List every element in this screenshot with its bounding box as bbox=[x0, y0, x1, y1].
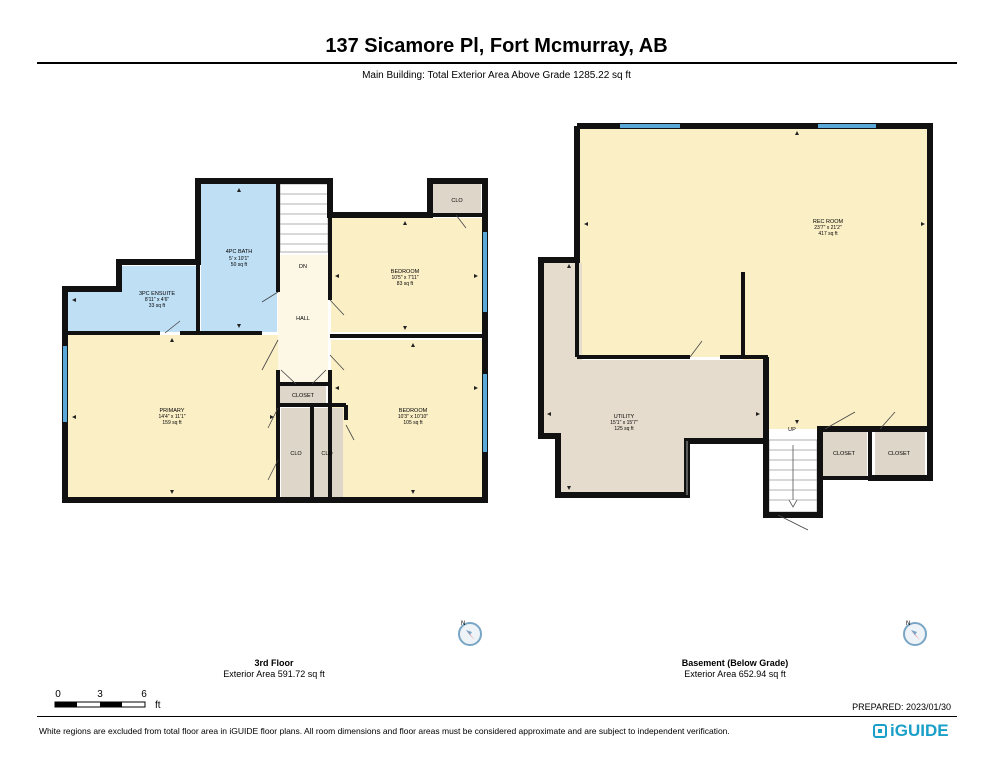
scale-tick-6: 6 bbox=[141, 689, 147, 700]
primary-name: PRIMARY bbox=[160, 408, 185, 414]
scale-tick-3: 3 bbox=[97, 689, 103, 700]
basement-caption: Basement (Below Grade) Exterior Area 652… bbox=[635, 658, 835, 680]
rec-room-name: REC ROOM bbox=[813, 219, 844, 225]
bedroom-top-name: BEDROOM bbox=[391, 269, 420, 275]
third-floor-windows bbox=[63, 232, 487, 452]
clo-right-label: CLO bbox=[321, 451, 333, 457]
clo-top-label: CLO bbox=[451, 198, 463, 204]
third-floor-plan: 4PC BATH 5' x 10'1" 50 sq ft 3PC ENSUITE… bbox=[62, 178, 488, 503]
clo-left-label: CLO bbox=[290, 451, 302, 457]
stairs-up-label: UP bbox=[788, 427, 796, 433]
bath-4pc-name: 4PC BATH bbox=[226, 249, 253, 255]
bedroom-bottom-name: BEDROOM bbox=[399, 408, 428, 414]
bath-4pc-area: 50 sq ft bbox=[231, 262, 248, 268]
basement-doors bbox=[686, 340, 896, 531]
prepared-date: PREPARED: 2023/01/30 bbox=[852, 702, 951, 712]
scale-bar: 0 3 6 ft bbox=[54, 689, 161, 711]
closet1-fill bbox=[821, 432, 867, 476]
third-floor-caption: 3rd Floor Exterior Area 591.72 sq ft bbox=[174, 658, 374, 680]
scale-unit: ft bbox=[155, 700, 161, 711]
header-rule bbox=[37, 62, 957, 64]
closet-top-fill bbox=[433, 184, 481, 214]
third-floor-area: Exterior Area 591.72 sq ft bbox=[223, 669, 325, 679]
closet2-label: CLOSET bbox=[888, 451, 911, 457]
bedroom-bottom-area: 105 sq ft bbox=[403, 420, 423, 426]
hall-label: HALL bbox=[296, 316, 310, 322]
stairs-down bbox=[279, 183, 329, 253]
ensuite-3pc-area: 33 sq ft bbox=[149, 303, 166, 309]
rec-room-area: 417 sq ft bbox=[818, 231, 838, 237]
disclaimer-text: White regions are excluded from total fl… bbox=[39, 726, 730, 736]
hall-fill bbox=[278, 255, 328, 383]
utility-fill bbox=[561, 360, 765, 440]
hall-closet-label: CLOSET bbox=[292, 393, 315, 399]
iguide-logo-icon bbox=[873, 724, 887, 738]
basement-area: Exterior Area 652.94 sq ft bbox=[684, 669, 786, 679]
primary-fill bbox=[68, 335, 278, 497]
hall-closet-fill bbox=[280, 386, 326, 404]
utility-area: 125 sq ft bbox=[614, 426, 634, 432]
bath-4pc-dims: 5' x 10'1" bbox=[229, 256, 249, 262]
iguide-logo: iGUIDE bbox=[873, 721, 949, 741]
closet2-fill bbox=[875, 432, 925, 476]
area-summary: Main Building: Total Exterior Area Above… bbox=[362, 70, 631, 81]
compass-basement: N bbox=[903, 621, 927, 646]
third-floor-name: 3rd Floor bbox=[254, 658, 294, 668]
basement-dimension-arrows bbox=[547, 131, 925, 490]
bedroom-bottom-fill bbox=[331, 340, 482, 497]
clo-left-fill bbox=[281, 408, 310, 497]
ensuite-3pc-dims: 8'11" x 4'6" bbox=[145, 297, 169, 303]
footer-rule bbox=[37, 716, 957, 717]
closet1-label: CLOSET bbox=[833, 451, 856, 457]
ensuite-3pc-name: 3PC ENSUITE bbox=[139, 291, 175, 297]
utility-name: UTILITY bbox=[614, 414, 635, 420]
compass-third-floor: N bbox=[458, 621, 482, 646]
compass-n-left: N bbox=[461, 621, 465, 627]
bedroom-bottom-dims: 10'3" x 10'10" bbox=[398, 414, 428, 420]
rec-room-fill bbox=[580, 129, 928, 357]
ensuite-3pc-fill-upper bbox=[122, 266, 198, 296]
basement-name: Basement (Below Grade) bbox=[681, 658, 789, 668]
iguide-logo-text: iGUIDE bbox=[890, 721, 949, 740]
scale-tick-0: 0 bbox=[55, 689, 61, 700]
rec-room-dims: 23'7" x 21'2" bbox=[814, 225, 842, 231]
utility-dims: 15'1" x 15'7" bbox=[610, 420, 638, 426]
third-floor-walls bbox=[62, 178, 488, 503]
primary-dims: 14'4" x 11'1" bbox=[158, 414, 185, 420]
stairs-dn-label: DN bbox=[299, 264, 307, 270]
page-title: 137 Sicamore Pl, Fort Mcmurray, AB bbox=[325, 35, 668, 57]
basement-plan: REC ROOM 23'7" x 21'2" 417 sq ft UTILITY… bbox=[538, 123, 933, 531]
third-floor-doors bbox=[164, 214, 467, 481]
third-floor-dimension-arrows bbox=[72, 188, 478, 494]
bedroom-top-dims: 10'5" x 7'11" bbox=[391, 275, 418, 281]
bedroom-top-area: 83 sq ft bbox=[397, 281, 414, 287]
stairs-up bbox=[768, 439, 818, 513]
rec-room-fill-lower bbox=[743, 357, 928, 429]
ensuite-3pc-fill bbox=[68, 292, 198, 332]
utility-fill-lower bbox=[561, 440, 685, 492]
primary-area: 159 sq ft bbox=[162, 420, 182, 426]
bedroom-top-fill bbox=[331, 218, 482, 332]
bath-4pc-fill bbox=[201, 184, 277, 332]
compass-n-right: N bbox=[906, 621, 910, 627]
